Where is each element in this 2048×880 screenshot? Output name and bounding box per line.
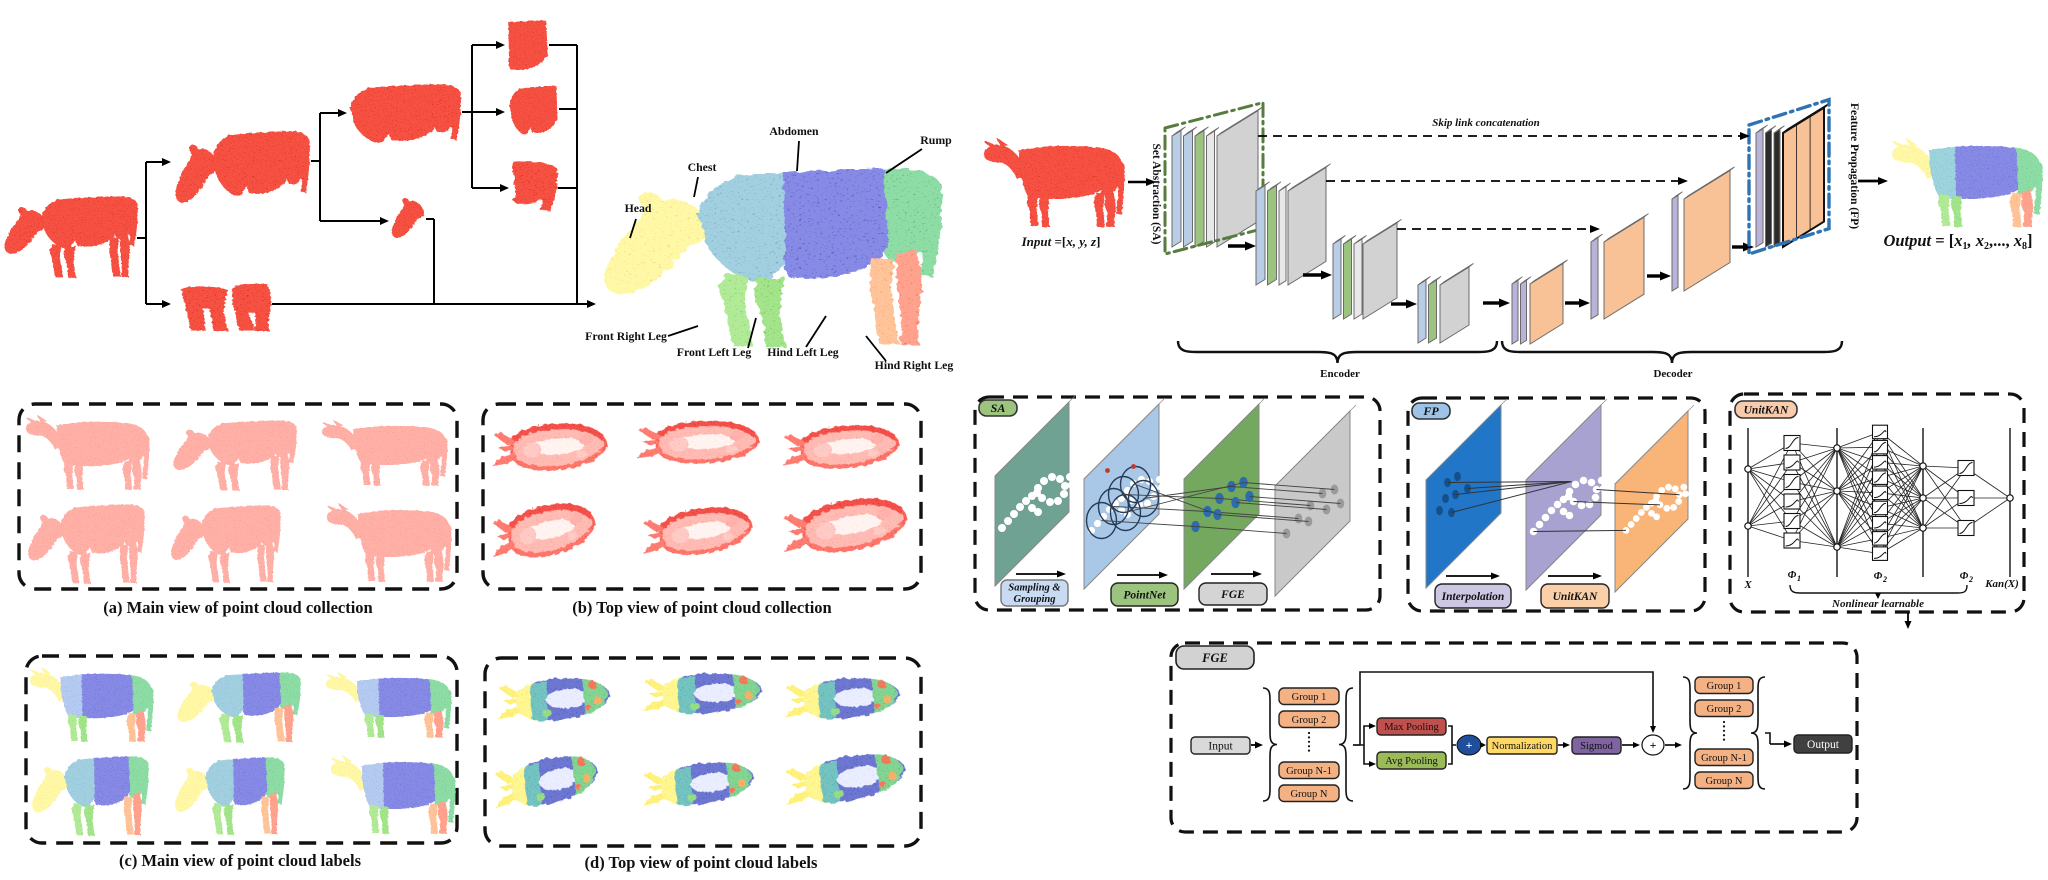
svg-text:Input =[x, y, z]: Input =[x, y, z]	[1021, 234, 1101, 249]
svg-text:1: 1	[1797, 574, 1801, 583]
svg-text:Nonlinear learnable: Nonlinear learnable	[1831, 598, 1924, 610]
svg-text:(c) Main view of point cloud l: (c) Main view of point cloud labels	[119, 851, 362, 870]
svg-text:FGE: FGE	[1201, 651, 1228, 665]
svg-text:Interpolation: Interpolation	[1441, 591, 1505, 603]
svg-text:FGE: FGE	[1220, 589, 1245, 601]
svg-text:Group N: Group N	[1290, 789, 1327, 800]
svg-text:+: +	[1466, 738, 1473, 752]
svg-text:SA: SA	[991, 401, 1006, 415]
svg-text:FP: FP	[1422, 404, 1439, 418]
svg-text:(a) Main view of point cloud c: (a) Main view of point cloud collection	[103, 598, 372, 617]
svg-text:Normalization: Normalization	[1492, 741, 1553, 752]
svg-text:Output = [x1, x2,..., x8]: Output = [x1, x2,..., x8]	[1883, 231, 2032, 252]
svg-text:Kan(X): Kan(X)	[1984, 578, 2019, 590]
svg-text:Front Left Leg: Front Left Leg	[677, 345, 752, 359]
svg-text:Hind Left Leg: Hind Left Leg	[767, 345, 839, 359]
svg-text:Output: Output	[1807, 739, 1840, 751]
svg-text:Chest: Chest	[688, 160, 717, 174]
svg-text:Group 1: Group 1	[1707, 681, 1742, 692]
svg-text:Head: Head	[625, 201, 652, 215]
svg-text:2: 2	[1968, 575, 1973, 584]
svg-text:Group 1: Group 1	[1292, 692, 1327, 703]
svg-text:Hind Right Leg: Hind Right Leg	[875, 358, 954, 372]
svg-text:Group N-1: Group N-1	[1286, 766, 1332, 777]
svg-text:Input: Input	[1208, 740, 1233, 752]
svg-text:Rump: Rump	[920, 133, 952, 147]
svg-text:Group N: Group N	[1705, 776, 1742, 787]
svg-text:Grouping: Grouping	[1013, 594, 1055, 605]
svg-text:+: +	[1650, 738, 1657, 752]
svg-text:Set Abstraction (SA): Set Abstraction (SA)	[1150, 144, 1162, 245]
svg-text:Avg Pooling: Avg Pooling	[1385, 756, 1438, 767]
svg-text:Sampling &: Sampling &	[1008, 583, 1061, 594]
svg-text:PointNet: PointNet	[1123, 589, 1166, 601]
svg-text:Abdomen: Abdomen	[769, 124, 819, 138]
svg-text:Front Right Leg: Front Right Leg	[585, 329, 667, 343]
svg-text:Skip link concatenation: Skip link concatenation	[1432, 117, 1540, 129]
svg-text:UnitKAN: UnitKAN	[1744, 404, 1789, 416]
svg-text:(d) Top view of point cloud la: (d) Top view of point cloud labels	[585, 853, 818, 872]
svg-text:Max Pooling: Max Pooling	[1384, 722, 1439, 733]
svg-text:Feature Propagation (FP): Feature Propagation (FP)	[1848, 103, 1860, 229]
svg-text:Group 2: Group 2	[1292, 715, 1327, 726]
svg-text:2: 2	[1882, 575, 1887, 584]
svg-text:(b) Top view of point cloud co: (b) Top view of point cloud collection	[572, 598, 831, 617]
svg-text:Group 2: Group 2	[1707, 704, 1742, 715]
svg-text:Sigmod: Sigmod	[1580, 741, 1613, 752]
svg-text:UnitKAN: UnitKAN	[1553, 591, 1598, 603]
svg-text:Decoder: Decoder	[1653, 368, 1692, 380]
svg-text:Encoder: Encoder	[1320, 368, 1360, 380]
svg-text:Φ: Φ	[1960, 570, 1969, 582]
svg-text:Group N-1: Group N-1	[1701, 753, 1747, 764]
svg-text:X: X	[1743, 579, 1752, 591]
svg-text:Φ: Φ	[1788, 569, 1797, 581]
svg-text:Φ: Φ	[1874, 570, 1883, 582]
